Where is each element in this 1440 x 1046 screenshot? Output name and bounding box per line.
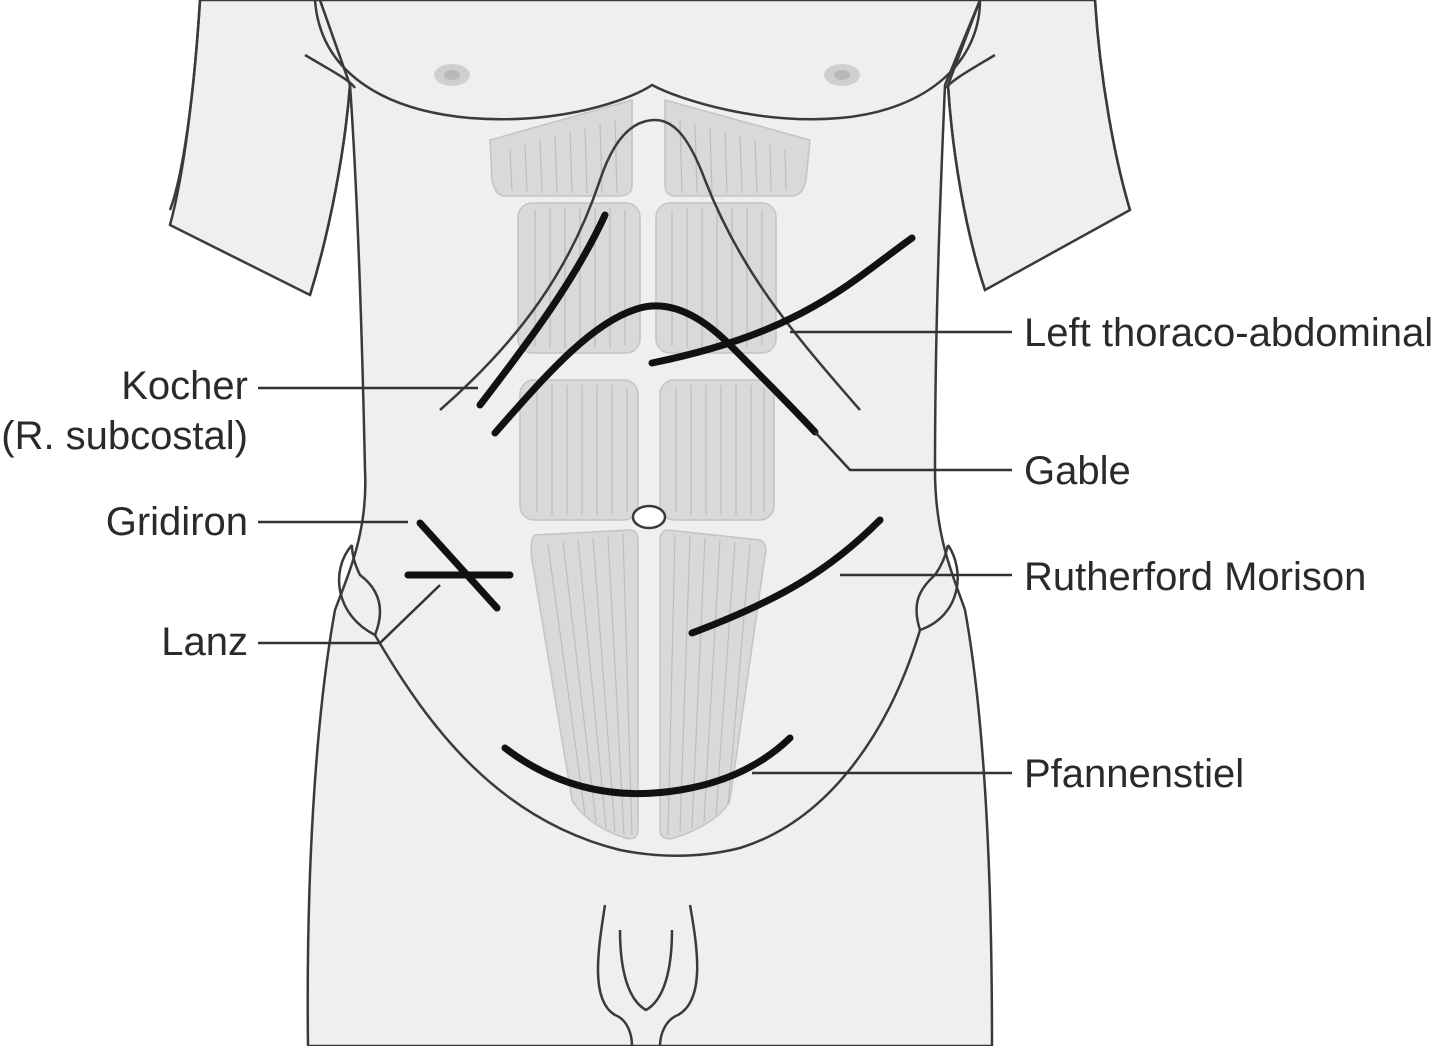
left-iliac-crest — [915, 544, 959, 632]
right-shoulder-line — [168, 0, 202, 211]
gable-incision — [491, 302, 819, 437]
genitals-outline — [596, 904, 699, 1046]
gable-leader — [814, 431, 1012, 472]
label-rutherford-morison: Rutherford Morison — [1024, 555, 1366, 599]
rutherford-morison-incision — [688, 516, 884, 637]
left-pec-fold — [945, 53, 996, 89]
costal-margin — [439, 118, 861, 411]
left-axilla-line — [946, 84, 987, 291]
left-nipple-center — [834, 70, 850, 80]
kocher-incision — [476, 211, 609, 409]
right-axilla-line — [308, 84, 352, 296]
left-shoulder-line — [1093, 0, 1132, 211]
lower-abdomen-curve — [373, 629, 922, 857]
rectus-abdominis — [489, 99, 811, 840]
label-pfannenstiel: Pfannenstiel — [1024, 752, 1244, 796]
right-pec-fold — [304, 53, 357, 89]
right-iliac-crest — [337, 544, 382, 637]
label-lanz: Lanz — [161, 620, 248, 664]
right-nipple-center — [444, 70, 460, 80]
chest-curve — [313, 0, 982, 121]
label-kocher: Kocher — [121, 364, 248, 408]
label-kocher-sub: (R. subcostal) — [1, 414, 248, 458]
lanz-leader — [258, 584, 441, 645]
gridiron-incision — [416, 519, 501, 612]
umbilicus — [631, 504, 667, 530]
left-thoraco-abdominal-incision — [648, 234, 916, 367]
label-gable: Gable — [1024, 449, 1131, 493]
pfannenstiel-incision — [501, 734, 794, 798]
left-arm — [946, 0, 1132, 292]
label-left-thoraco-abdominal: Left thoraco-abdominal — [1024, 311, 1433, 355]
label-gridiron: Gridiron — [106, 500, 248, 544]
